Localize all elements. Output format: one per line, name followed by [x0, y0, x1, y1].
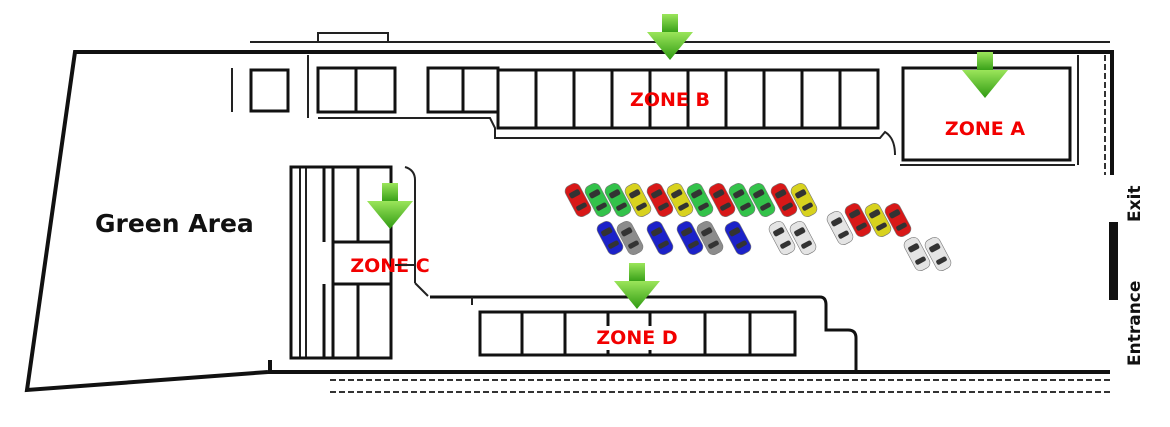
parking-stall [762, 68, 804, 130]
car-red [844, 203, 872, 237]
parking-stall [800, 68, 842, 130]
zone-c-label: ZONE C [350, 255, 429, 277]
zone-d-arrow-icon [614, 263, 660, 309]
parking-stall [610, 68, 652, 130]
car-red [708, 183, 736, 217]
car-green [728, 183, 756, 217]
car-gray [616, 221, 644, 255]
parking-stall [572, 68, 614, 130]
zone-b[interactable] [307, 55, 1079, 166]
zone-a[interactable]: ZONE A [901, 52, 1072, 162]
car-red [564, 183, 592, 217]
zone-a-label: ZONE A [945, 118, 1025, 140]
car-white [826, 211, 854, 245]
car-green [686, 183, 714, 217]
utility-box [249, 68, 290, 113]
parked-cars [564, 183, 952, 271]
gate-bar [1109, 222, 1118, 300]
green-area: Green Area [24, 50, 269, 393]
zone-b-label-group: ZONE B [630, 14, 710, 111]
parking-stall [534, 68, 576, 130]
car-white [924, 237, 952, 271]
parking-stall [478, 310, 524, 357]
car-yellow [624, 183, 652, 217]
parking-stall [748, 310, 797, 357]
parking-stall [316, 66, 358, 114]
car-gray [696, 221, 724, 255]
zone-b-label: ZONE B [630, 89, 710, 111]
car-blue [724, 221, 752, 255]
car-red [646, 183, 674, 217]
car-red [884, 203, 912, 237]
parking-stall [686, 68, 728, 130]
car-green [748, 183, 776, 217]
parking-stall [496, 68, 538, 130]
car-yellow [666, 183, 694, 217]
entrance-label: Entrance [1125, 281, 1145, 366]
entrance-exit: Exit Entrance [1109, 185, 1145, 366]
car-blue [596, 221, 624, 255]
zone-d-label-backdrop [592, 326, 682, 350]
car-white [768, 221, 796, 255]
exit-label: Exit [1125, 185, 1145, 222]
parking-stall [703, 310, 752, 357]
top-wall [250, 50, 1114, 175]
car-white [903, 237, 931, 271]
parking-stall [838, 68, 880, 130]
parking-stall [724, 68, 766, 130]
car-blue [646, 221, 674, 255]
parking-stall [354, 66, 397, 114]
green-area-label: Green Area [95, 209, 254, 238]
car-red [770, 183, 798, 217]
zone-c[interactable]: ZONE C [289, 165, 430, 360]
parking-stall [461, 66, 500, 114]
zone-d-label: ZONE D [596, 327, 677, 349]
car-green [584, 183, 612, 217]
zone-d[interactable]: ZONE D [430, 263, 858, 372]
car-green [604, 183, 632, 217]
car-yellow [790, 183, 818, 217]
car-blue [676, 221, 704, 255]
car-white [789, 221, 817, 255]
parking-stall [520, 310, 567, 357]
parking-stall [426, 66, 465, 114]
car-yellow [864, 203, 892, 237]
